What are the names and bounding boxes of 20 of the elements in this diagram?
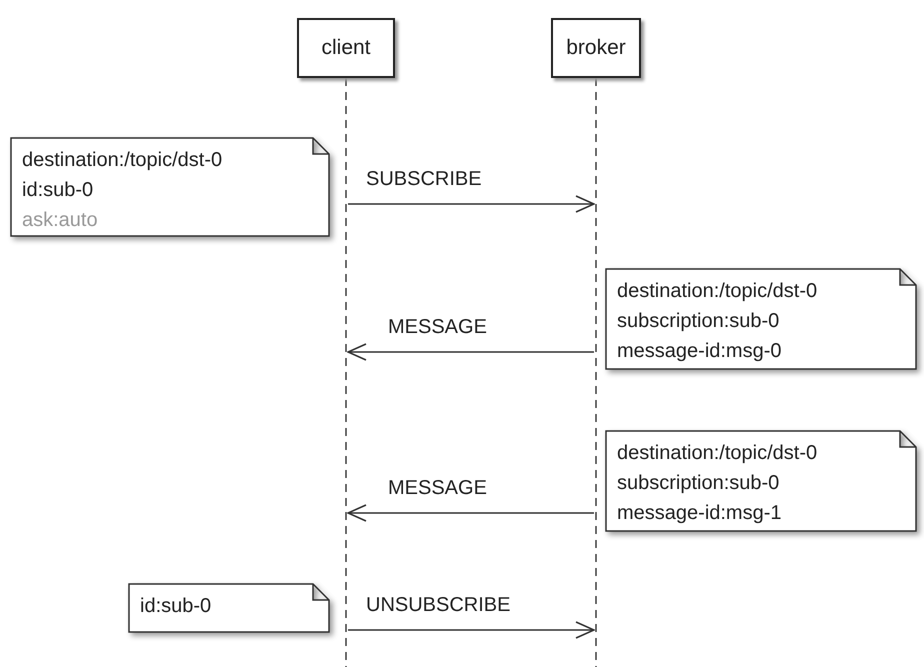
note-text: destination:/topic/dst-0 — [617, 441, 818, 466]
message-arrow — [348, 195, 595, 213]
note — [10, 137, 330, 237]
note-text: message-id:msg-1 — [617, 501, 783, 526]
note-text: id:sub-0 — [22, 178, 94, 203]
note-text: id:sub-0 — [140, 594, 212, 619]
note-text: destination:/topic/dst-0 — [22, 148, 224, 173]
message-arrow — [347, 343, 594, 361]
note-text: message-id:msg-0 — [617, 339, 783, 364]
note-text: subscription:sub-0 — [617, 471, 780, 496]
note-text: destination:/topic/dst-0 — [617, 279, 818, 304]
participant-box: client — [297, 18, 395, 78]
message-arrow — [348, 621, 595, 639]
note-text: subscription:sub-0 — [617, 309, 780, 334]
note-text: ask:auto — [22, 208, 99, 233]
note — [605, 268, 917, 370]
participant-box: broker — [551, 18, 641, 78]
note — [128, 583, 330, 633]
note — [605, 430, 917, 532]
message-arrow — [347, 504, 594, 522]
